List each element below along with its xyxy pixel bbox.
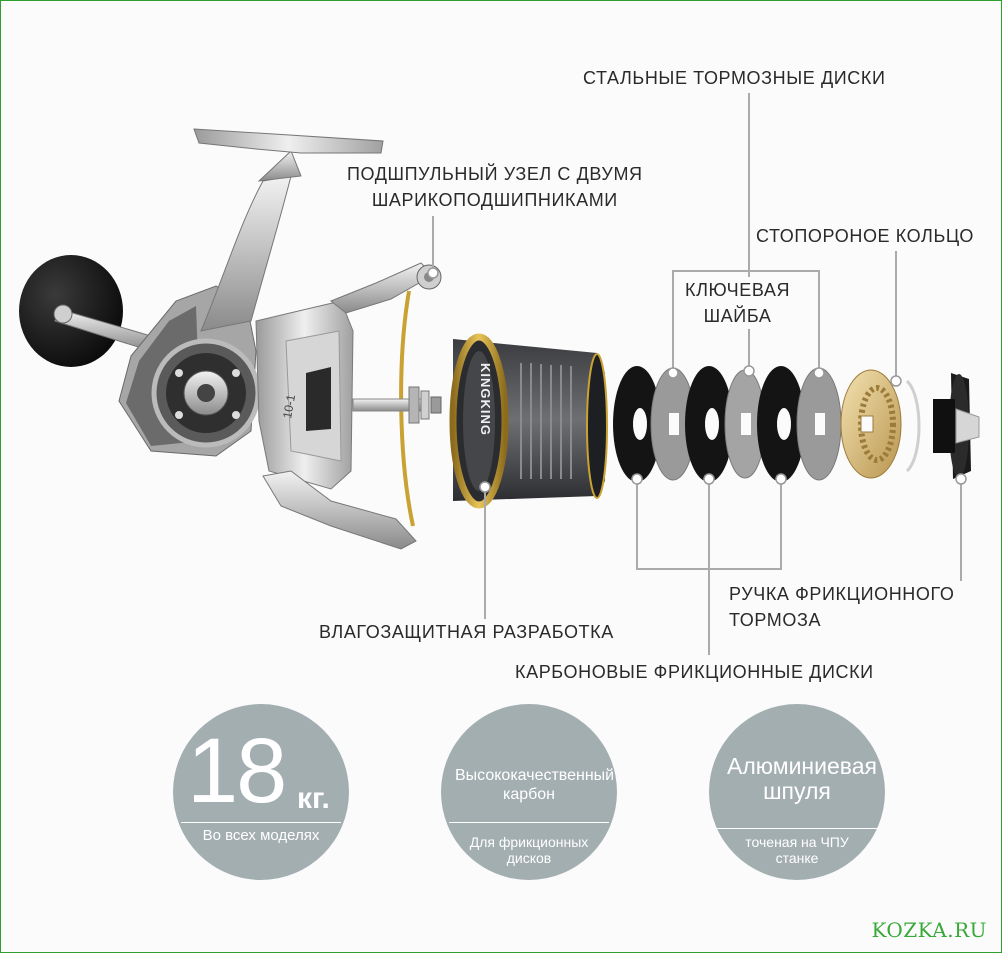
label-key-washer-line1: КЛЮЧЕВАЯ — [685, 280, 791, 300]
badge-title: Алюминиевая шпуля — [727, 753, 877, 804]
bail-arm-bottom — [262, 470, 417, 550]
brass-gear-ring — [840, 369, 902, 479]
reel-body: 10-1 — [19, 128, 442, 550]
badge-subtitle: Для фрикционных дисков — [469, 834, 589, 866]
watermark: KOZKA.RU — [871, 918, 987, 942]
stop-ring — [905, 379, 921, 473]
badge-title: Высококачественный карбон — [455, 767, 615, 803]
badge-divider — [449, 822, 609, 823]
drag-stack — [613, 366, 980, 482]
label-bearing-unit-line1: ПОДШПУЛЬНЫЙ УЗЕЛ С ДВУМЯ — [347, 164, 643, 184]
steel-disc-2 — [796, 367, 842, 481]
bearing-unit — [408, 386, 442, 424]
carbon-disc-3 — [757, 366, 805, 482]
reel-stem — [200, 175, 292, 332]
bail-arm-top — [330, 262, 434, 314]
label-stop-ring: СТОПОРОНОЕ КОЛЬЦО — [756, 223, 974, 249]
label-key-washer-line2: ШАЙБА — [703, 306, 772, 326]
label-carbon-friction-discs: КАРБОНОВЫЕ ФРИКЦИОННЫЕ ДИСКИ — [515, 659, 874, 685]
badge-carbon: Высококачественный карбон Для фрикционны… — [441, 704, 617, 880]
badge-aluminium-spool: Алюминиевая шпуля точеная на ЧПУ станке — [709, 704, 885, 880]
spool-brand: KINGKING — [478, 363, 493, 436]
gear-ratio-marking: 10-1 — [280, 393, 298, 419]
carbon-disc-1 — [613, 366, 661, 482]
badge-divider — [181, 822, 341, 823]
label-drag-knob-line2: ТОРМОЗА — [729, 610, 822, 630]
label-bearing-unit: ПОДШПУЛЬНЫЙ УЗЕЛ С ДВУМЯ ШАРИКОПОДШИПНИК… — [347, 161, 643, 213]
callout-carbon-discs — [636, 479, 782, 655]
max-drag-unit: кг. — [297, 782, 330, 815]
label-bearing-unit-line2: ШАРИКОПОДШИПНИКАМИ — [371, 190, 618, 210]
carbon-disc-2 — [685, 366, 733, 482]
badge-subtitle: Во всех моделях — [202, 827, 320, 844]
max-drag-number: 18 — [187, 720, 287, 822]
badge-subtitle: точеная на ЧПУ станке — [745, 834, 849, 866]
label-waterproof-design: ВЛАГОЗАЩИТНАЯ РАЗРАБОТКА — [319, 619, 614, 645]
label-drag-knob: РУЧКА ФРИКЦИОННОГО ТОРМОЗА — [729, 581, 955, 633]
badge-divider — [717, 828, 877, 829]
reel-foot — [193, 128, 384, 154]
drag-knob — [933, 373, 980, 479]
aluminium-spool: KINGKING — [449, 333, 608, 509]
badge-max-drag: 18 кг. Во всех моделях — [173, 704, 349, 880]
label-drag-knob-line1: РУЧКА ФРИКЦИОННОГО — [729, 584, 955, 604]
label-steel-brake-discs: СТАЛЬНЫЕ ТОРМОЗНЫЕ ДИСКИ — [583, 65, 886, 91]
label-key-washer: КЛЮЧЕВАЯ ШАЙБА — [685, 277, 791, 329]
